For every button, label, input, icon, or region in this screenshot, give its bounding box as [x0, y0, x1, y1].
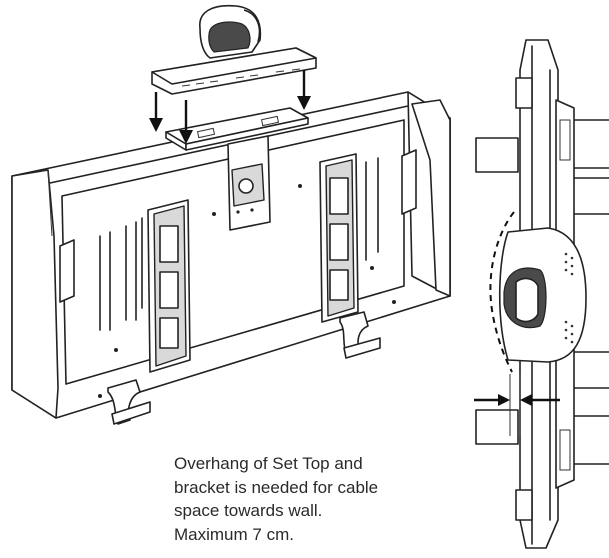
placement-arrows: [149, 70, 311, 144]
base-vents: [181, 68, 301, 87]
vent-slots-left: [99, 217, 143, 331]
set-top-box: [151, 4, 317, 95]
overhang-measure-arrows: [474, 394, 560, 406]
caption-line-3: space towards wall.: [174, 501, 323, 520]
side-vents: [564, 252, 574, 344]
stand-foot-left: [107, 379, 151, 425]
overhang-outline: [489, 211, 515, 373]
caption-line-1: Overhang of Set Top and: [174, 454, 363, 473]
mounting-rail-right: [319, 153, 359, 323]
overhang-caption: Overhang of Set Top and bracket is neede…: [174, 452, 414, 546]
side-view: [474, 39, 609, 549]
top-mount-bracket: [165, 107, 309, 231]
stand-foot-right: [339, 311, 381, 359]
caption-line-4: Maximum 7 cm.: [174, 524, 294, 544]
screw-holes: [98, 184, 396, 398]
monitor-rear-view: [11, 91, 451, 425]
mounting-rail-left: [147, 199, 191, 373]
caption-line-2: bracket is needed for cable: [174, 477, 379, 497]
